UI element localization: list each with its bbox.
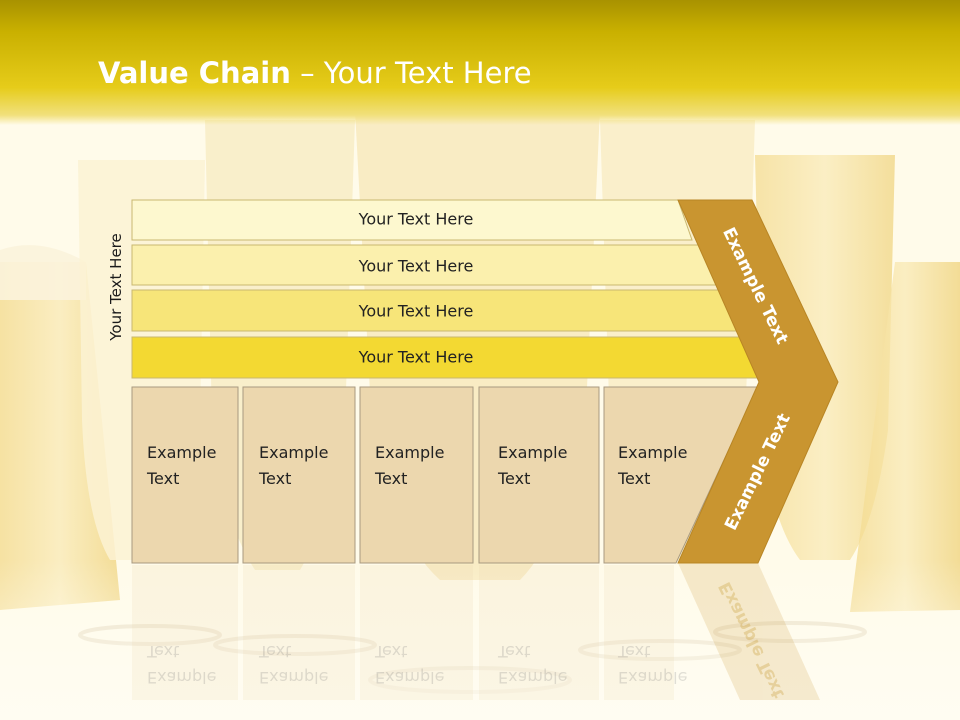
card-5-reflection: Example Text [618,642,688,687]
card-3-reflection: Example Text [375,642,445,687]
title-bar [0,0,960,125]
card-3 [359,386,474,564]
card-4-label: Example Text [498,443,568,488]
card-1-label: Example Text [147,443,217,488]
card-3-label: Example Text [375,443,445,488]
card-4-reflection: Example Text [498,642,568,687]
reflection-shapes [132,563,820,700]
bar-3-label: Your Text Here [358,301,474,321]
title-rest: – Your Text Here [290,56,532,90]
bar-2-label: Your Text Here [358,256,474,276]
card-2 [242,386,356,564]
title-bold: Value Chain [98,56,291,90]
card-1-reflection: Example Text [147,642,217,687]
bar-1 [131,199,693,241]
card-4 [478,386,600,564]
card-5 [603,386,759,564]
card-5-label: Example Text [618,443,688,488]
card-2-label: Example Text [259,443,329,488]
side-label: Your Text Here [107,233,125,341]
card-2-reflection: Example Text [259,642,329,687]
card-1 [131,386,239,564]
chevron-arrow [677,199,839,564]
bar-4-label: Your Text Here [358,347,474,367]
bar-1-label: Your Text Here [358,209,474,229]
slide-title: Value Chain – Your Text Here [98,56,532,90]
